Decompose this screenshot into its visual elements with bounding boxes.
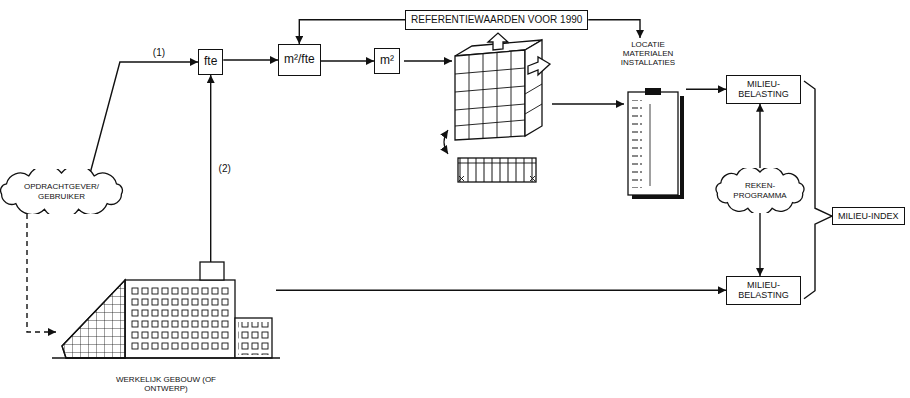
reference-box: REFERENTIEWAARDEN VOOR 1990 (405, 10, 588, 30)
node-text: MILIEU-INDEX (838, 211, 899, 221)
connector (686, 89, 726, 90)
node-text: m²/fte (284, 53, 315, 67)
callout-number: (1) (151, 46, 167, 57)
floor-plan (458, 158, 536, 182)
reference-building (455, 33, 550, 140)
connector (276, 290, 726, 291)
connector (321, 60, 374, 61)
node-text: MILIEU-BELASTING (732, 79, 795, 100)
node-text: m² (380, 54, 394, 68)
node-text: REKEN-PROGRAMMA (729, 181, 791, 199)
connector (299, 20, 405, 44)
connector (804, 216, 832, 299)
process-box: m² (374, 48, 400, 74)
cloud-shape (1, 169, 123, 214)
process-box: fte (198, 49, 223, 75)
connector (759, 213, 760, 276)
node-text: LOCATIE MATERIALEN INSTALLATIES (612, 40, 684, 68)
node-text: OPDRACHTGEVER/ GEBRUIKER (17, 182, 107, 200)
result-box: MILIEU-BELASTING (726, 276, 801, 305)
flow-arrow (552, 103, 624, 104)
building-node: WERKELIJK GEBOUW (OF ONTWERP) (56, 262, 276, 395)
flow-arrow (404, 60, 452, 61)
connector (804, 81, 832, 216)
rotate-arrow (444, 130, 448, 154)
connector (90, 62, 198, 174)
connector (210, 75, 211, 262)
actual-building (52, 262, 280, 358)
actor-cloud: OPDRACHTGEVER/ GEBRUIKER (0, 169, 126, 214)
connector (588, 20, 640, 38)
clipboard (628, 88, 682, 197)
node-text: REFERENTIEWAARDEN VOOR 1990 (411, 14, 582, 26)
clipboard-node: LOCATIE MATERIALEN INSTALLATIES (610, 38, 686, 198)
callout-number: (2) (217, 163, 233, 174)
result-box: MILIEU-BELASTING (726, 75, 801, 104)
dashed-connector (27, 214, 56, 332)
cloud-shape (716, 168, 804, 213)
index-box: MILIEU-INDEX (832, 207, 905, 225)
program-cloud: REKEN-PROGRAMMA (713, 168, 807, 213)
hollow-arrow-right (528, 57, 550, 75)
node-text: WERKELIJK GEBOUW (OF ONTWERP) (108, 375, 224, 393)
connector (759, 104, 760, 168)
node-text: fte (204, 55, 217, 69)
process-box: m²/fte (278, 44, 321, 76)
connector (223, 59, 278, 60)
hollow-arrow-up (488, 33, 508, 50)
node-text: MILIEU-BELASTING (732, 280, 795, 301)
